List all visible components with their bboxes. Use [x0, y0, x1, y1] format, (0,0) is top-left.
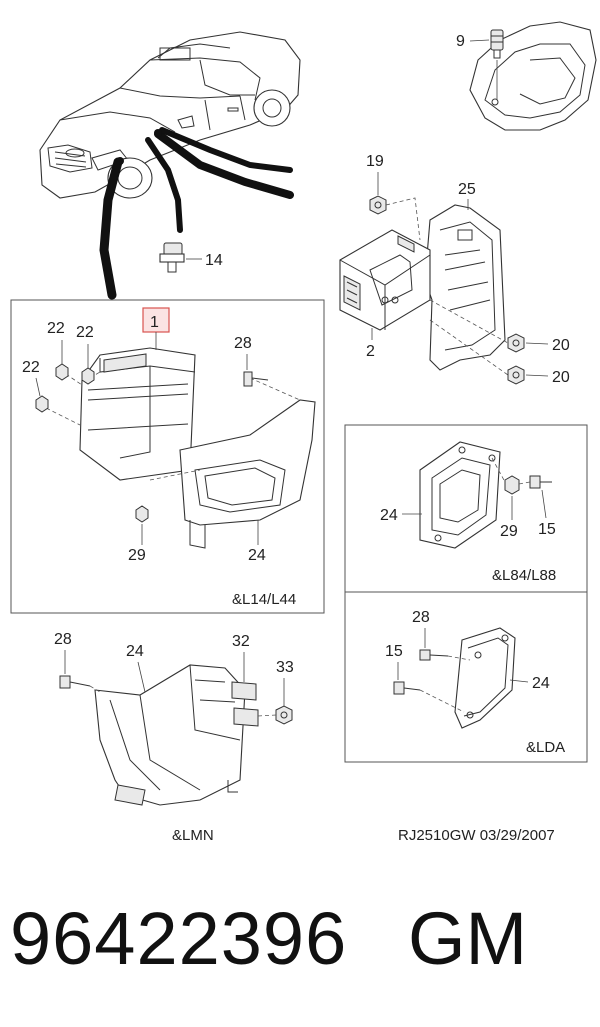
ecu-bracket-assembly-l14 [35, 347, 316, 549]
callout-20b: 20 [552, 369, 570, 386]
vehicle-illustration [39, 31, 301, 300]
section-label-l84-l88: &L84/L88 [492, 567, 556, 584]
brand-name: GM [408, 897, 528, 980]
parts-diagram: 9 14 19 25 2 20 [10, 21, 597, 844]
callout-24d: 24 [126, 643, 144, 660]
section-label-lda: &LDA [526, 739, 565, 756]
callout-33: 33 [276, 659, 294, 676]
callout-32: 32 [232, 633, 250, 650]
callout-9: 9 [456, 33, 465, 50]
callout-24c: 24 [532, 675, 550, 692]
part-number: 96422396 [10, 897, 348, 980]
callout-25: 25 [458, 181, 476, 198]
callout-14: 14 [205, 252, 223, 269]
callout-15b: 15 [385, 643, 403, 660]
section-box-lda [344, 591, 588, 763]
callout-22a: 22 [47, 320, 65, 337]
diagram-reference: RJ2510GW 03/29/2007 [398, 827, 555, 844]
section-label-l14-l44: &L14/L44 [232, 591, 296, 608]
callout-19: 19 [366, 153, 384, 170]
callout-28c: 28 [54, 631, 72, 648]
callout-2: 2 [366, 343, 375, 360]
callout-22b: 22 [76, 324, 94, 341]
callout-28a: 28 [234, 335, 252, 352]
callout-29a: 29 [128, 547, 146, 564]
callout-24b: 24 [380, 507, 398, 524]
module-bracket-assembly [339, 195, 525, 385]
engine-cover-assembly [469, 21, 597, 131]
callout-1-highlight [142, 307, 170, 333]
callout-20a: 20 [552, 337, 570, 354]
bracket-lda [393, 627, 516, 729]
bracket-lmn [59, 664, 293, 806]
bracket-l84 [419, 441, 552, 549]
callout-24a: 24 [248, 547, 266, 564]
callout-15a: 15 [538, 521, 556, 538]
section-box-l14-l44 [10, 299, 325, 614]
connector-14 [159, 242, 185, 273]
callout-1: 1 [150, 314, 159, 331]
section-label-lmn: &LMN [172, 827, 214, 844]
callout-28b: 28 [412, 609, 430, 626]
callout-29b: 29 [500, 523, 518, 540]
callout-22c: 22 [22, 359, 40, 376]
